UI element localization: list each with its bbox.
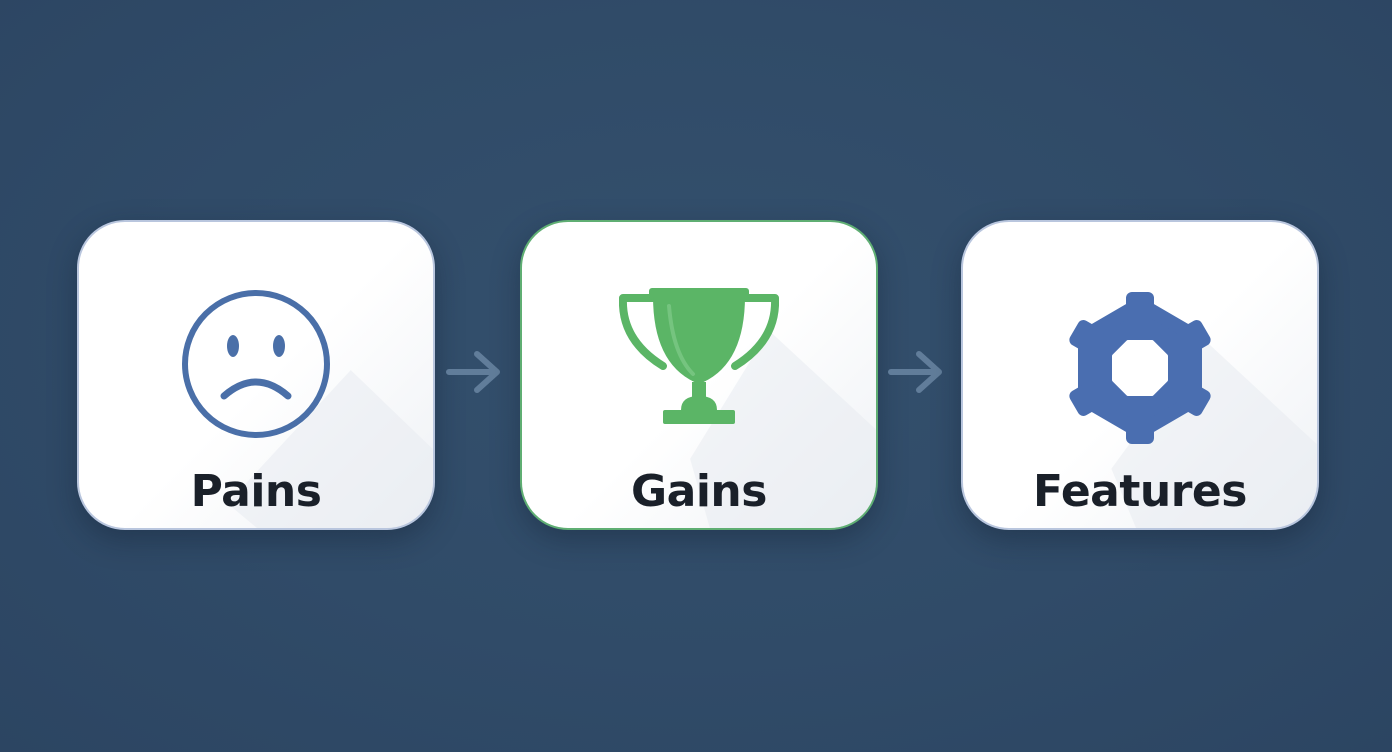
- arrow-right-icon: [888, 351, 942, 393]
- sad-face-icon: [182, 290, 330, 438]
- step-label-gains: Gains: [631, 466, 767, 517]
- arrow-right-icon: [446, 351, 500, 393]
- pains-card: Pains: [77, 220, 435, 530]
- features-card: Features: [961, 220, 1319, 530]
- step-label-pains: Pains: [190, 466, 322, 517]
- gains-card: Gains: [520, 220, 878, 530]
- gear-icon: [1069, 292, 1211, 444]
- step-label-features: Features: [1033, 466, 1247, 517]
- trophy-icon: [619, 288, 779, 424]
